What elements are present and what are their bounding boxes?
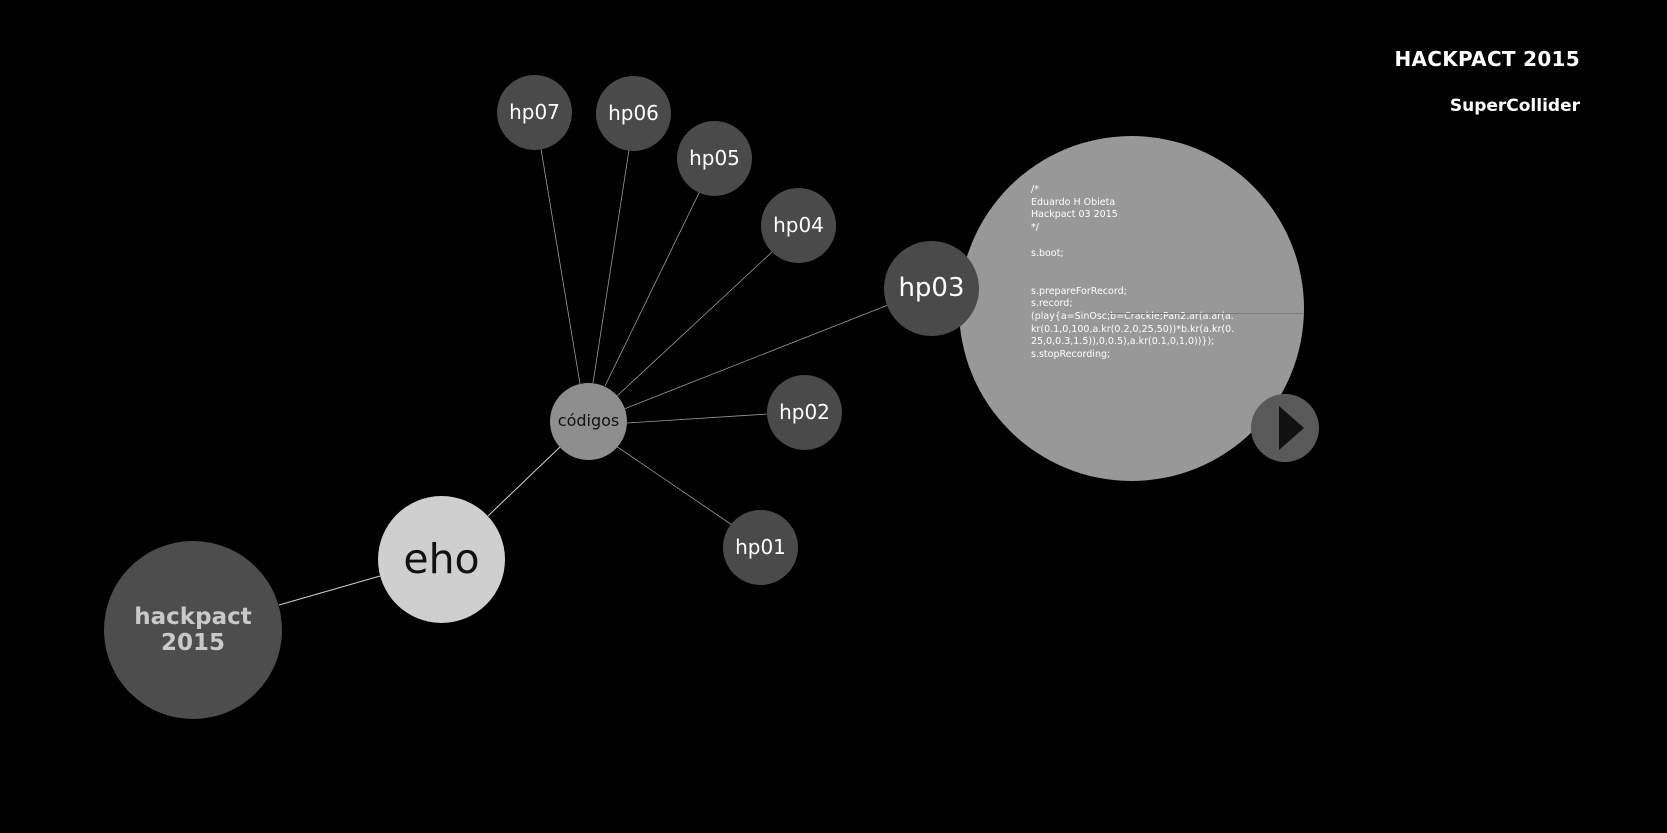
node-hp04[interactable]: hp04 xyxy=(761,188,836,263)
code-divider xyxy=(1110,313,1304,314)
link-codes-hp06 xyxy=(592,149,630,384)
node-hp01[interactable]: hp01 xyxy=(723,510,798,585)
node-label: códigos xyxy=(557,411,620,431)
node-label: hp02 xyxy=(779,400,830,424)
link-codes-hp03 xyxy=(623,304,889,410)
link-codes-hp04 xyxy=(616,251,773,397)
node-hp05[interactable]: hp05 xyxy=(677,121,752,196)
node-hp03[interactable]: hp03 xyxy=(884,241,979,336)
node-eho[interactable]: eho xyxy=(378,496,505,623)
link-codes-hp07 xyxy=(540,148,581,385)
node-label: hp07 xyxy=(509,100,560,124)
node-label: hp01 xyxy=(735,535,786,559)
link-codes-hp05 xyxy=(604,190,701,387)
code-text: /* Eduardo H Obieta Hackpact 03 2015 */ … xyxy=(1031,184,1235,361)
link-codes-hp01 xyxy=(615,445,733,526)
node-hp02[interactable]: hp02 xyxy=(767,375,842,450)
node-hackpact-2015[interactable]: hackpact 2015 xyxy=(104,541,282,719)
code-panel xyxy=(959,136,1304,481)
node-label: hp05 xyxy=(689,146,740,170)
node-label: hp04 xyxy=(773,213,824,237)
node-label: hp06 xyxy=(608,101,659,125)
play-icon xyxy=(1279,406,1304,450)
node-label: hp03 xyxy=(898,272,965,303)
node-label: hackpact 2015 xyxy=(134,603,252,656)
node-label: eho xyxy=(403,534,480,583)
link-author-codes xyxy=(487,446,561,517)
play-button[interactable] xyxy=(1251,394,1319,462)
link-codes-hp02 xyxy=(626,413,769,424)
link-root-author xyxy=(278,575,381,606)
page-subtitle: SuperCollider xyxy=(1449,96,1580,116)
node-hp07[interactable]: hp07 xyxy=(497,75,572,150)
node-codigos[interactable]: códigos xyxy=(550,383,627,460)
page-title: HACKPACT 2015 xyxy=(1394,47,1580,71)
node-hp06[interactable]: hp06 xyxy=(596,76,671,151)
